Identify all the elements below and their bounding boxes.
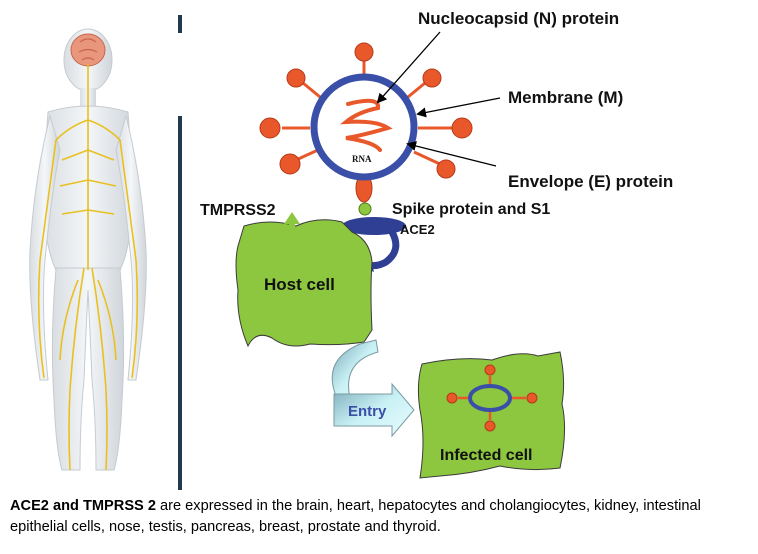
entry-label: Entry [348,403,387,420]
figure-caption: ACE2 and TMPRSS 2 are expressed in the b… [10,496,755,538]
top-divider-bar [178,15,182,33]
tmprss2-arrow-icon [284,212,300,232]
membrane-label: Membrane (M) [508,88,623,107]
infected-cell-label: Infected cell [440,447,532,464]
infected-cell [417,351,566,479]
host-cell-label: Host cell [264,275,335,294]
s1-subunit-icon [358,202,372,216]
tmprss2-label: TMPRSS2 [200,202,276,219]
rna-label: RNA [352,154,372,164]
ace2-label: ACE2 [400,222,435,237]
human-body-figure [29,28,147,471]
intracellular-virus-icon [446,364,538,432]
caption-bold-text: ACE2 and TMPRSS 2 [10,498,156,514]
rna-strand [339,98,393,152]
nervous-system-icon [37,64,139,471]
envelope-label: Envelope (E) protein [508,172,673,191]
membrane-pointer-arrow [416,97,501,118]
spike-protein-icon [259,42,473,203]
envelope-pointer-arrow [406,141,497,167]
vertical-divider-bar [178,116,182,490]
membrane-ring [310,73,418,181]
nucleocapsid-label: Nucleocapsid (N) protein [418,9,619,28]
virus-particle: RNA [259,42,473,216]
caption-text: are expressed in the brain, heart, hepat… [10,498,701,535]
host-cell [235,219,373,348]
entry-arrow-icon [331,339,379,399]
spike-label: Spike protein and S1 [392,201,550,218]
nucleocapsid-pointer-arrow [376,31,441,104]
